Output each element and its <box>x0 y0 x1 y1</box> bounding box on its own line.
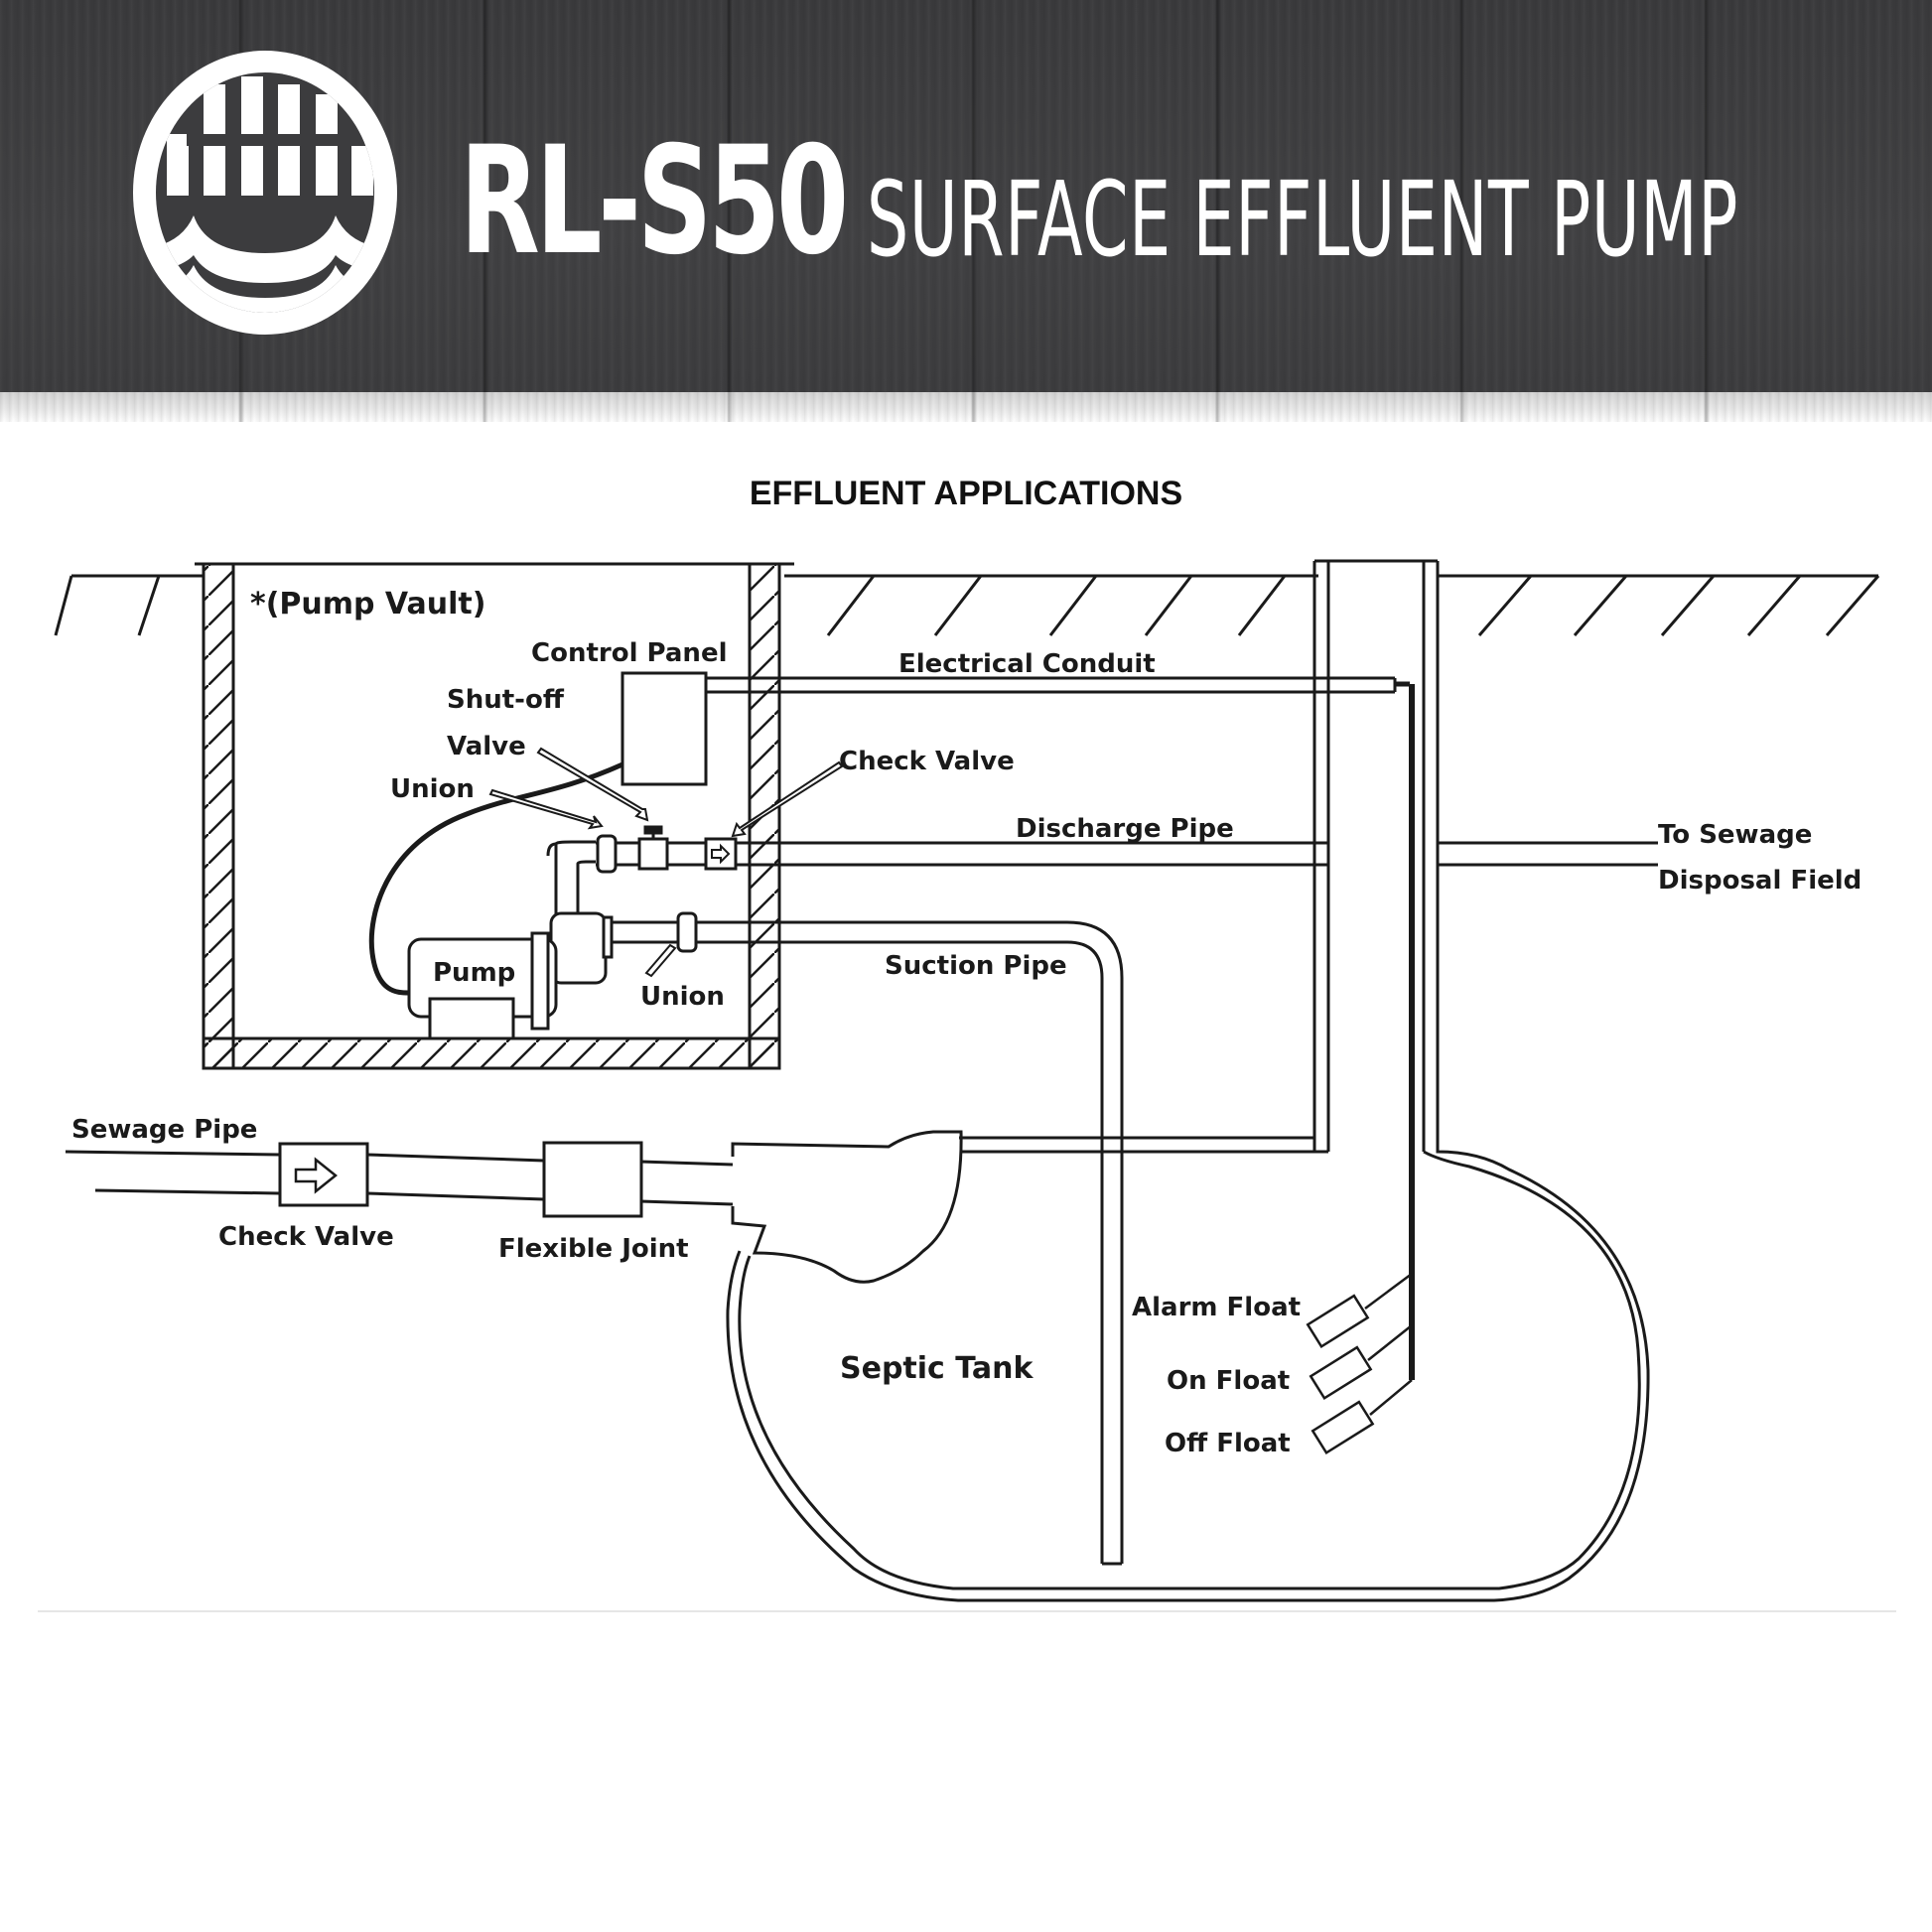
shutoff-valve-body <box>637 837 669 871</box>
pump-vault <box>195 562 794 1070</box>
check-valve-pointer <box>731 760 844 838</box>
on-float-icon <box>1309 1345 1373 1401</box>
label-to-sewage-1: To Sewage <box>1658 820 1812 850</box>
footer-divider <box>38 1610 1896 1612</box>
label-union-upper: Union <box>390 774 475 804</box>
shutoff-pointer <box>536 747 649 822</box>
sewage-pipe <box>65 1150 734 1206</box>
brand-logo-icon <box>133 51 397 335</box>
label-flexible-joint: Flexible Joint <box>498 1234 689 1264</box>
label-off-float: Off Float <box>1165 1429 1291 1458</box>
electrical-conduit <box>706 676 1415 1380</box>
alarm-float-icon <box>1306 1294 1370 1349</box>
header-banner-fade <box>0 392 1932 422</box>
label-to-sewage-2: Disposal Field <box>1658 866 1862 896</box>
pump-body <box>407 911 614 1040</box>
inlet-tee <box>731 1130 963 1284</box>
label-union-lower: Union <box>640 982 725 1012</box>
page-title: RL-S50 SURFACE EFFLUENT PUMP <box>460 115 1737 288</box>
label-alarm-float: Alarm Float <box>1132 1293 1301 1322</box>
label-check-valve-lower: Check Valve <box>218 1222 394 1252</box>
label-pump-vault: *(Pump Vault) <box>250 587 485 621</box>
power-cable <box>368 761 624 996</box>
union-lower-fitting <box>676 911 698 953</box>
union-upper-fitting <box>596 834 618 874</box>
label-check-valve-upper: Check Valve <box>839 747 1015 776</box>
label-electrical-conduit: Electrical Conduit <box>898 649 1156 679</box>
label-sewage-pipe: Sewage Pipe <box>71 1115 257 1145</box>
label-pump: Pump <box>433 958 515 988</box>
model-number: RL-S50 <box>460 115 849 288</box>
label-on-float: On Float <box>1167 1366 1290 1396</box>
ground-surface-left <box>54 574 204 636</box>
float-switches <box>1306 1272 1413 1455</box>
label-shutoff-valve-2: Valve <box>447 732 526 761</box>
suction-pipe <box>612 920 1124 1566</box>
check-valve-upper-arrow-icon <box>711 843 731 865</box>
flexible-joint-body <box>542 1141 643 1218</box>
union-lower-pointer <box>644 943 677 978</box>
check-valve-lower-arrow-icon <box>294 1157 339 1194</box>
ground-surface-right <box>1438 574 1880 636</box>
septic-tank <box>726 1136 1650 1602</box>
check-valve-lower-body <box>278 1142 369 1207</box>
ground-surface-middle <box>784 574 1318 636</box>
tank-access-riser <box>1312 559 1440 1152</box>
label-shutoff-valve-1: Shut-off <box>447 685 565 715</box>
check-valve-upper-body <box>704 837 738 871</box>
elbow-fitting <box>554 840 596 928</box>
label-suction-pipe: Suction Pipe <box>885 951 1067 981</box>
control-panel-box <box>621 671 708 786</box>
union-upper-pointer <box>488 788 604 830</box>
product-name: SURFACE EFFLUENT PUMP <box>867 159 1739 280</box>
off-float-icon <box>1311 1400 1375 1455</box>
label-control-panel: Control Panel <box>531 638 728 668</box>
diagram-title: EFFLUENT APPLICATIONS <box>749 475 1183 512</box>
label-discharge-pipe: Discharge Pipe <box>1016 814 1234 844</box>
label-septic-tank: Septic Tank <box>840 1351 1034 1386</box>
shutoff-valve-handle <box>643 825 663 835</box>
